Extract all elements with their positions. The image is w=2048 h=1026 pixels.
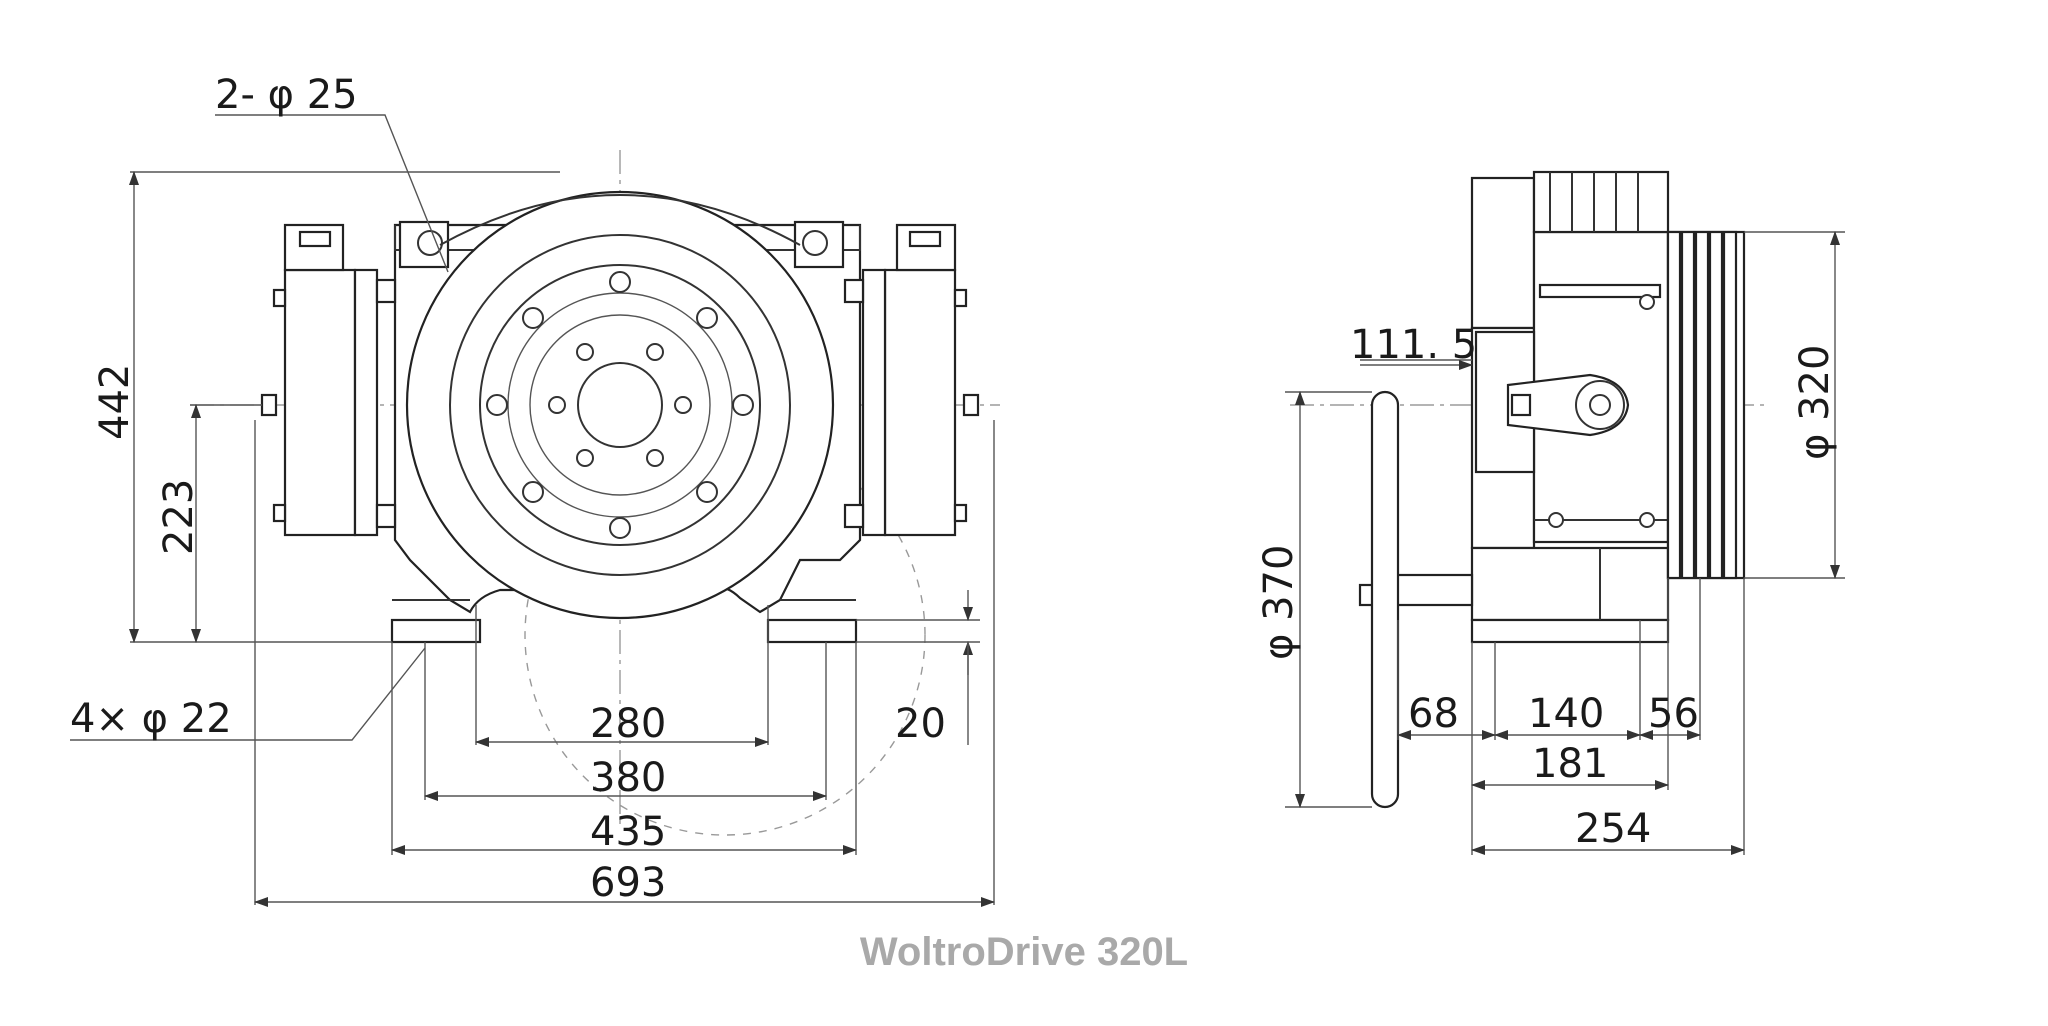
bolt-ring-outer [486, 271, 754, 539]
dim-435: 435 [590, 809, 666, 855]
bolt-ring-inner [548, 343, 692, 467]
mount-hole-right [802, 230, 828, 256]
sheave-diameter: φ 320 [1792, 345, 1838, 460]
height-total-dim: 442 [92, 364, 138, 440]
dim-254: 254 [1575, 806, 1651, 852]
brake-left [260, 223, 397, 537]
side-view: 111. 5 φ 320 φ 370 68 140 56 181 254 [1256, 170, 1845, 855]
mount-holes-label: 2- φ 25 [215, 72, 358, 118]
foot-holes-label: 4× φ 22 [70, 696, 232, 742]
dim-68: 68 [1408, 691, 1459, 737]
dim-20: 20 [895, 701, 946, 747]
dim-181: 181 [1532, 741, 1608, 787]
dim-140: 140 [1528, 691, 1604, 737]
mount-hole-left [417, 230, 443, 256]
brake-right [843, 223, 980, 537]
dim-56: 56 [1648, 691, 1699, 737]
motor-block [1470, 176, 1536, 330]
dim-380: 380 [590, 755, 666, 801]
dim-280: 280 [590, 701, 666, 747]
base-plate [1470, 546, 1670, 622]
handwheel-diameter: φ 370 [1256, 545, 1302, 660]
handwheel [1370, 390, 1400, 809]
product-caption: WoltroDrive 320L [859, 930, 1189, 974]
handwheel-shaft [1390, 573, 1474, 607]
foot-left [390, 618, 482, 644]
foot-right [766, 618, 858, 644]
dim-111-5: 111. 5 [1350, 322, 1477, 368]
height-center-dim: 223 [156, 479, 202, 555]
sheave-outer [405, 190, 835, 620]
dim-693: 693 [590, 860, 666, 906]
front-view: 2- φ 25 4× φ 22 442 223 280 380 435 693 … [70, 72, 1000, 907]
sheave-grooves [1666, 230, 1746, 580]
cooling-fins [1549, 172, 1639, 232]
